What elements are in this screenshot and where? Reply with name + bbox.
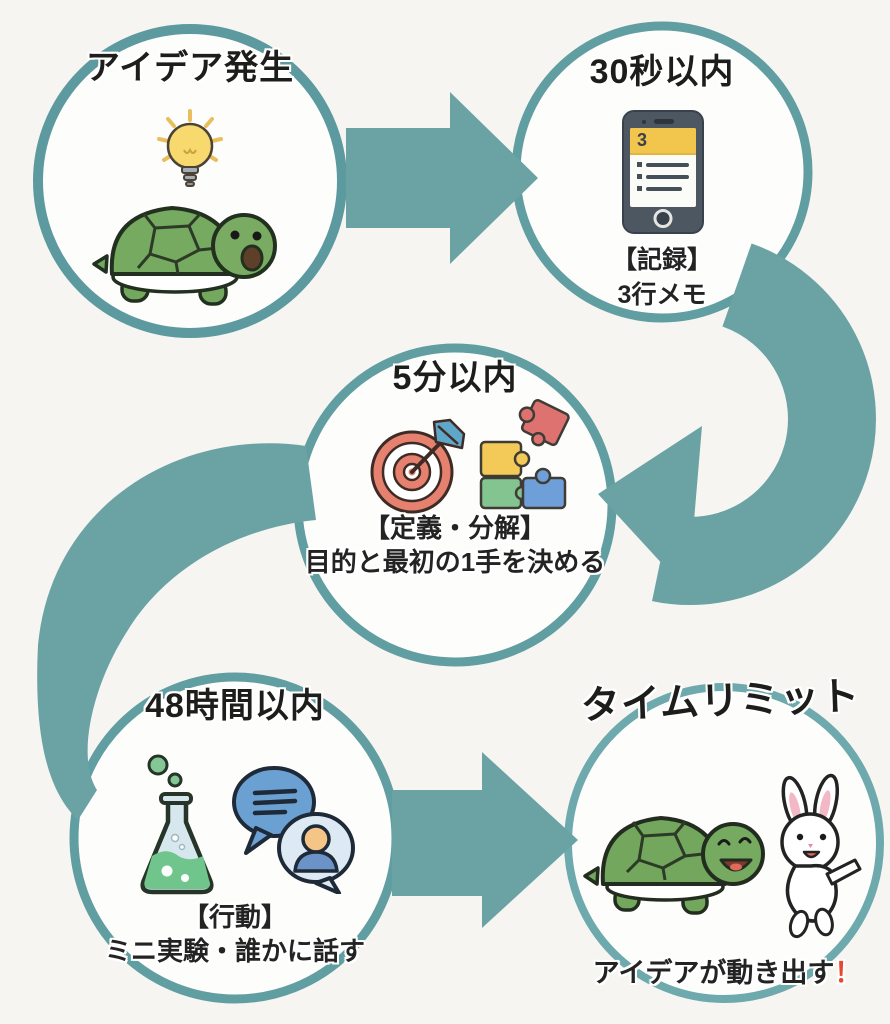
- step2-caption-line2: 3行メモ: [617, 281, 707, 309]
- curved-arrow-right-head: [598, 426, 702, 592]
- memo-row: [637, 162, 689, 167]
- turtle-rabbit-icon: [583, 773, 862, 939]
- step1-title: アイデア発生: [85, 49, 295, 87]
- step5-caption-exclamation: ！: [834, 958, 862, 988]
- arrow-step4-to-step5: [392, 752, 578, 928]
- lightbulb-icon: [157, 109, 223, 187]
- step3-caption-line1: 【定義・分解】: [363, 513, 546, 543]
- curved-arrow-right: [652, 243, 876, 605]
- chat-bubbles-icon: [232, 766, 355, 894]
- step4-caption-line2: ミニ実験・誰かに話す: [104, 936, 365, 966]
- phone-speaker-bar-icon: [654, 119, 674, 124]
- phone-memo-badge: 3: [630, 128, 696, 155]
- flask-icon: [140, 754, 214, 895]
- step4-caption-line1: 【行動】: [182, 902, 287, 932]
- step2-title: 30秒以内: [589, 53, 735, 91]
- step2-caption-line1: 【記録】: [611, 246, 712, 274]
- target-icon: [370, 418, 466, 514]
- step2-caption: 【記録】 3行メモ: [512, 243, 812, 313]
- step4-caption: 【行動】 ミニ実験・誰かに話す: [55, 900, 415, 968]
- phone-speaker-dot-icon: [642, 120, 646, 124]
- step5-caption-text: アイデアが動き出す: [592, 958, 835, 988]
- step3-caption-line2: 目的と最初の1手を決める: [304, 547, 606, 577]
- step3-title: 5分以内: [392, 359, 518, 397]
- smartphone-memo-icon: 3: [622, 110, 704, 234]
- memo-row: [637, 174, 689, 179]
- curved-arrow-left: [37, 443, 316, 820]
- phone-screen: 3: [630, 128, 696, 207]
- step3-caption: 【定義・分解】 目的と最初の1手を決める: [275, 511, 635, 579]
- step5-caption: アイデアが動き出す！: [568, 951, 886, 990]
- phone-home-button: [653, 209, 673, 228]
- step4-title: 48時間以内: [145, 687, 325, 725]
- memo-row: [637, 186, 689, 191]
- turtle-icon: [92, 206, 277, 306]
- arrow-step1-to-step2: [346, 92, 538, 264]
- puzzle-icon: [479, 399, 570, 510]
